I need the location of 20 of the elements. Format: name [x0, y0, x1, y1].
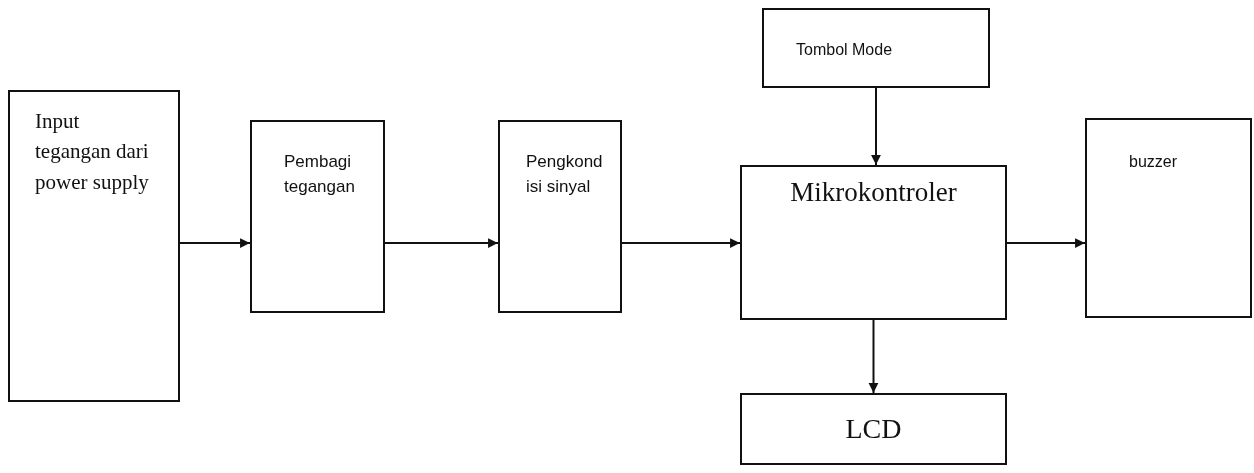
- block-label: buzzer: [1129, 152, 1178, 172]
- block-label: Tombol Mode: [796, 40, 893, 60]
- block-label: LCD: [845, 411, 902, 446]
- arrow: [621, 238, 741, 248]
- arrow: [1006, 238, 1086, 248]
- block-label: Input tegangan dari power supply: [35, 108, 150, 196]
- block-label: Pengkond isi sinyal: [526, 151, 604, 198]
- arrow: [384, 238, 499, 248]
- block-box: [250, 120, 385, 313]
- block-box: [498, 120, 622, 313]
- block-box: [8, 90, 180, 402]
- arrow: [868, 319, 879, 394]
- arrow: [179, 238, 251, 248]
- block-box: [1085, 118, 1252, 318]
- block-box: [740, 165, 1007, 320]
- block-label: Pembagi tegangan: [284, 151, 356, 198]
- block-label: Mikrokontroler: [790, 176, 957, 209]
- block-box: [762, 8, 990, 88]
- arrow: [871, 87, 881, 166]
- block-box: [740, 393, 1007, 465]
